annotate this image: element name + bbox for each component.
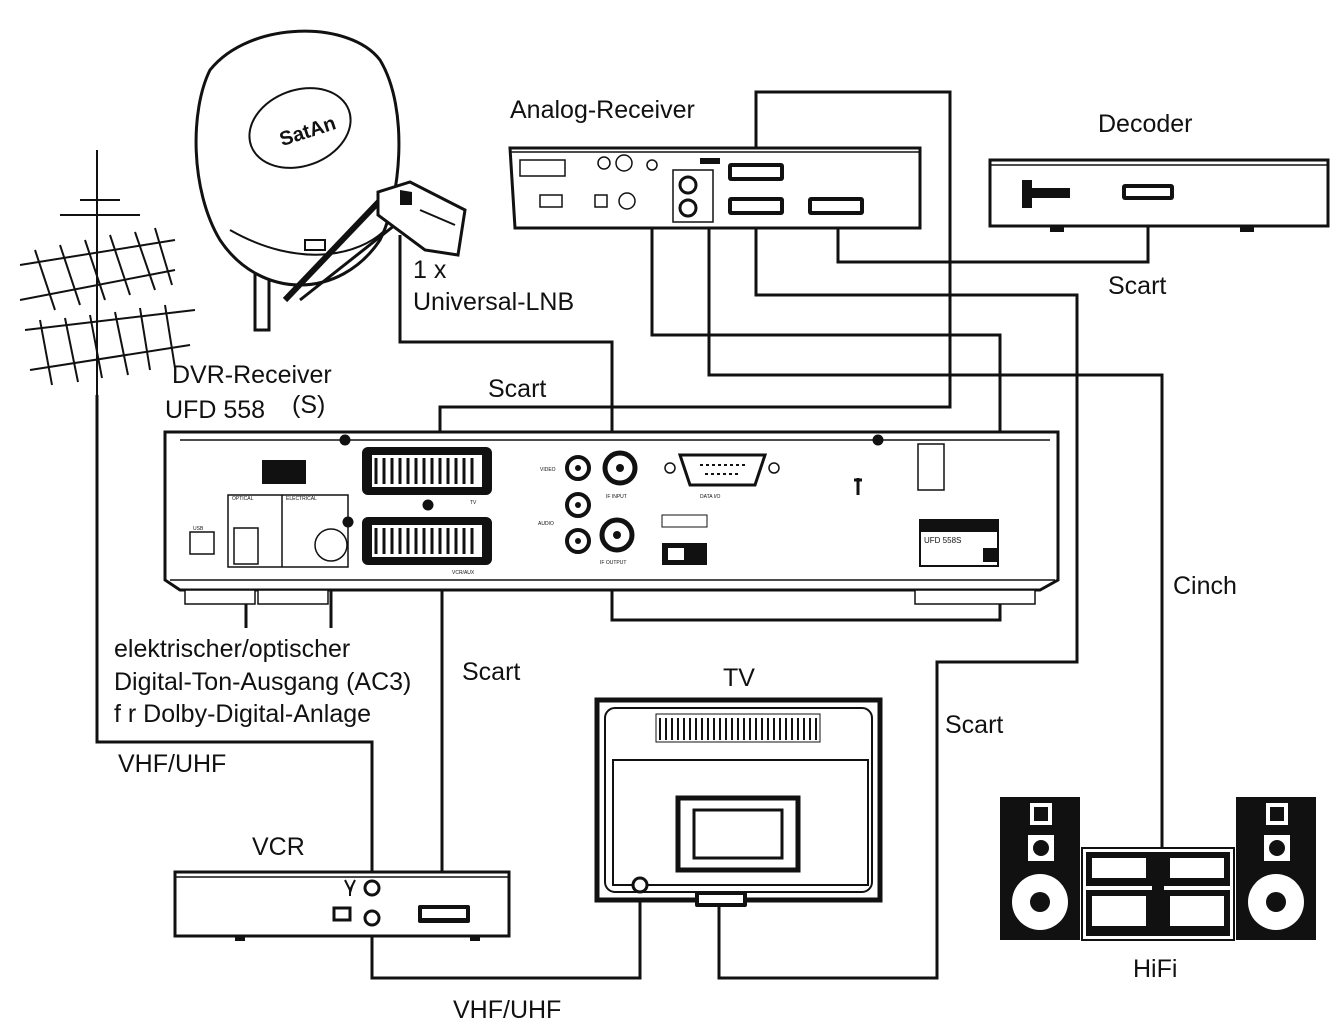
label-dvr-model: UFD 558 [165,396,265,424]
label-tv: TV [723,664,755,692]
cable-scart-dvr-tv-to-analog [438,90,952,468]
rx-electrical-label: ELECTRICAL [286,496,317,502]
rx-sat-input-label: IF INPUT [606,494,627,500]
cable-lnb-to-dvr [398,235,614,465]
terrestrial-antenna [19,150,196,400]
label-decoder: Decoder [1098,110,1193,138]
rx-model-label: UFD 558S [924,536,961,545]
rx-audio-label: AUDIO [538,521,554,527]
hifi [1000,797,1316,941]
label-vcr: VCR [252,833,305,861]
labels: Analog-Receiver Decoder 1 x Universal-LN… [114,96,1237,1024]
cable-cinch-analog-to-hifi [707,198,1164,848]
label-digital-3: f r Dolby-Digital-Anlage [114,700,371,728]
rx-loop-label: IF OUTPUT [600,560,626,566]
label-dvr-receiver: DVR-Receiver [172,361,332,389]
rx-data-label: DATA I/O [700,494,720,500]
vcr [173,870,511,941]
rx-video-label: VIDEO [540,467,556,473]
lnb [376,180,467,257]
rx-tv-scart-label: TV [470,500,477,506]
label-analog-receiver: Analog-Receiver [510,96,695,124]
analog-receiver [508,146,922,230]
label-vhf-uhf-left: VHF/UHF [118,750,226,778]
label-scart-vcr: Scart [462,658,520,686]
label-hifi: HiFi [1133,955,1177,983]
rx-optical-label: OPTICAL [232,496,254,502]
label-scart-right: Scart [945,711,1003,739]
tv [594,697,883,907]
label-lnb-type: Universal-LNB [413,288,574,316]
label-lnb-count: 1 x [413,256,447,284]
label-dvr-suffix: (S) [292,391,325,419]
cable-vhf-vcr-to-tv [370,885,642,980]
cable-scart-analog-to-decoder [836,194,1150,264]
label-scart-decoder: Scart [1108,272,1166,300]
cable-scart-analog-to-tv [717,210,1079,980]
label-vhf-uhf-bottom: VHF/UHF [453,996,561,1024]
rx-usb-label: USB [193,526,204,532]
label-cinch: Cinch [1173,572,1237,600]
label-digital-2: Digital-Ton-Ausgang (AC3) [114,668,411,696]
label-digital-1: elektrischer/optischer [114,635,350,663]
dvr-receiver: USB OPTICAL ELECTRICAL TV VCR/AUX VIDEO … [163,430,1060,605]
satellite-dish: SatAn [194,29,401,332]
rx-vcr-scart-label: VCR/AUX [452,570,475,576]
cable-vhf-antenna-to-vcr [95,395,374,885]
label-scart-top: Scart [488,375,546,403]
decoder [988,158,1330,232]
